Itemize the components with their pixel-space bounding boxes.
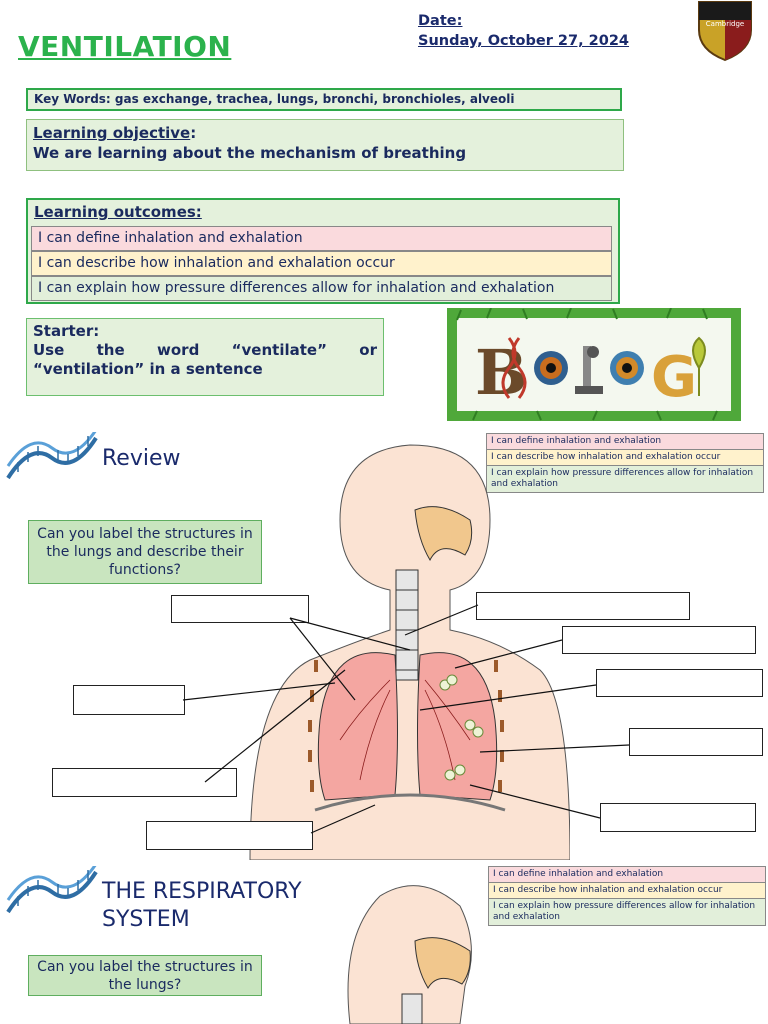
learning-objective-box: Learning objective: We are learning abou… [26, 119, 624, 171]
label-box-blank[interactable] [52, 768, 237, 797]
mini-outcome-row: I can explain how pressure differences a… [488, 899, 766, 926]
respiratory-question-box: Can you label the structures in the lung… [28, 955, 262, 996]
svg-text:G: G [651, 345, 697, 410]
date-label: Date: [418, 13, 463, 29]
page-title: VENTILATION [18, 30, 232, 63]
objective-text: We are learning about the mechanism of b… [33, 144, 467, 162]
mini-outcome-row: I can define inhalation and exhalation [488, 866, 766, 883]
review-outcomes-table: I can define inhalation and exhalation I… [486, 433, 764, 493]
dna-helix-icon [6, 866, 98, 914]
mini-outcome-row: I can describe how inhalation and exhala… [488, 883, 766, 899]
mini-outcome-row: I can describe how inhalation and exhala… [486, 450, 764, 466]
outcome-row: I can describe how inhalation and exhala… [31, 251, 612, 276]
respiratory-heading: THE RESPIRATORY SYSTEM [102, 878, 302, 934]
respiratory-heading-line1: THE RESPIRATORY [102, 879, 302, 904]
review-question-box: Can you label the structures in the lung… [28, 520, 262, 584]
outcome-row: I can define inhalation and exhalation [31, 226, 612, 251]
school-crest-logo: Cambridge [698, 1, 752, 62]
svg-text:Cambridge: Cambridge [706, 20, 744, 28]
starter-box: Starter: Use the word “ventilate” or “ve… [26, 318, 384, 396]
dna-helix-icon [6, 432, 98, 480]
label-box-blank[interactable] [629, 728, 763, 756]
review-heading: Review [102, 446, 181, 471]
label-box-blank[interactable] [171, 595, 309, 623]
label-box-blank[interactable] [146, 821, 313, 850]
date-value: Sunday, October 27, 2024 [418, 33, 630, 49]
learning-outcomes-box: Learning outcomes: I can define inhalati… [26, 198, 620, 304]
label-box-blank[interactable] [562, 626, 756, 654]
label-box-blank[interactable] [73, 685, 185, 715]
mini-outcome-row: I can define inhalation and exhalation [486, 433, 764, 450]
starter-heading: Starter: [33, 322, 100, 340]
head-outline-diagram [347, 885, 472, 1024]
keywords-box: Key Words: gas exchange, trachea, lungs,… [26, 88, 622, 111]
label-box-blank[interactable] [596, 669, 763, 697]
starter-text: Use the word “ventilate” or “ventilation… [33, 341, 377, 378]
mini-outcome-row: I can explain how pressure differences a… [486, 466, 764, 493]
respiratory-heading-line2: SYSTEM [102, 907, 190, 932]
label-box-blank[interactable] [476, 592, 690, 620]
respiratory-system-diagram [249, 444, 570, 860]
outcomes-heading: Learning outcomes: [34, 203, 202, 221]
biology-banner-image: B G [447, 308, 741, 421]
objective-colon: : [190, 124, 197, 142]
label-box-blank[interactable] [600, 803, 756, 832]
objective-heading: Learning objective [33, 124, 191, 142]
date-block: Date: Sunday, October 27, 2024 [418, 11, 629, 51]
respiratory-outcomes-table: I can define inhalation and exhalation I… [488, 866, 766, 926]
outcome-row: I can explain how pressure differences a… [31, 276, 612, 301]
